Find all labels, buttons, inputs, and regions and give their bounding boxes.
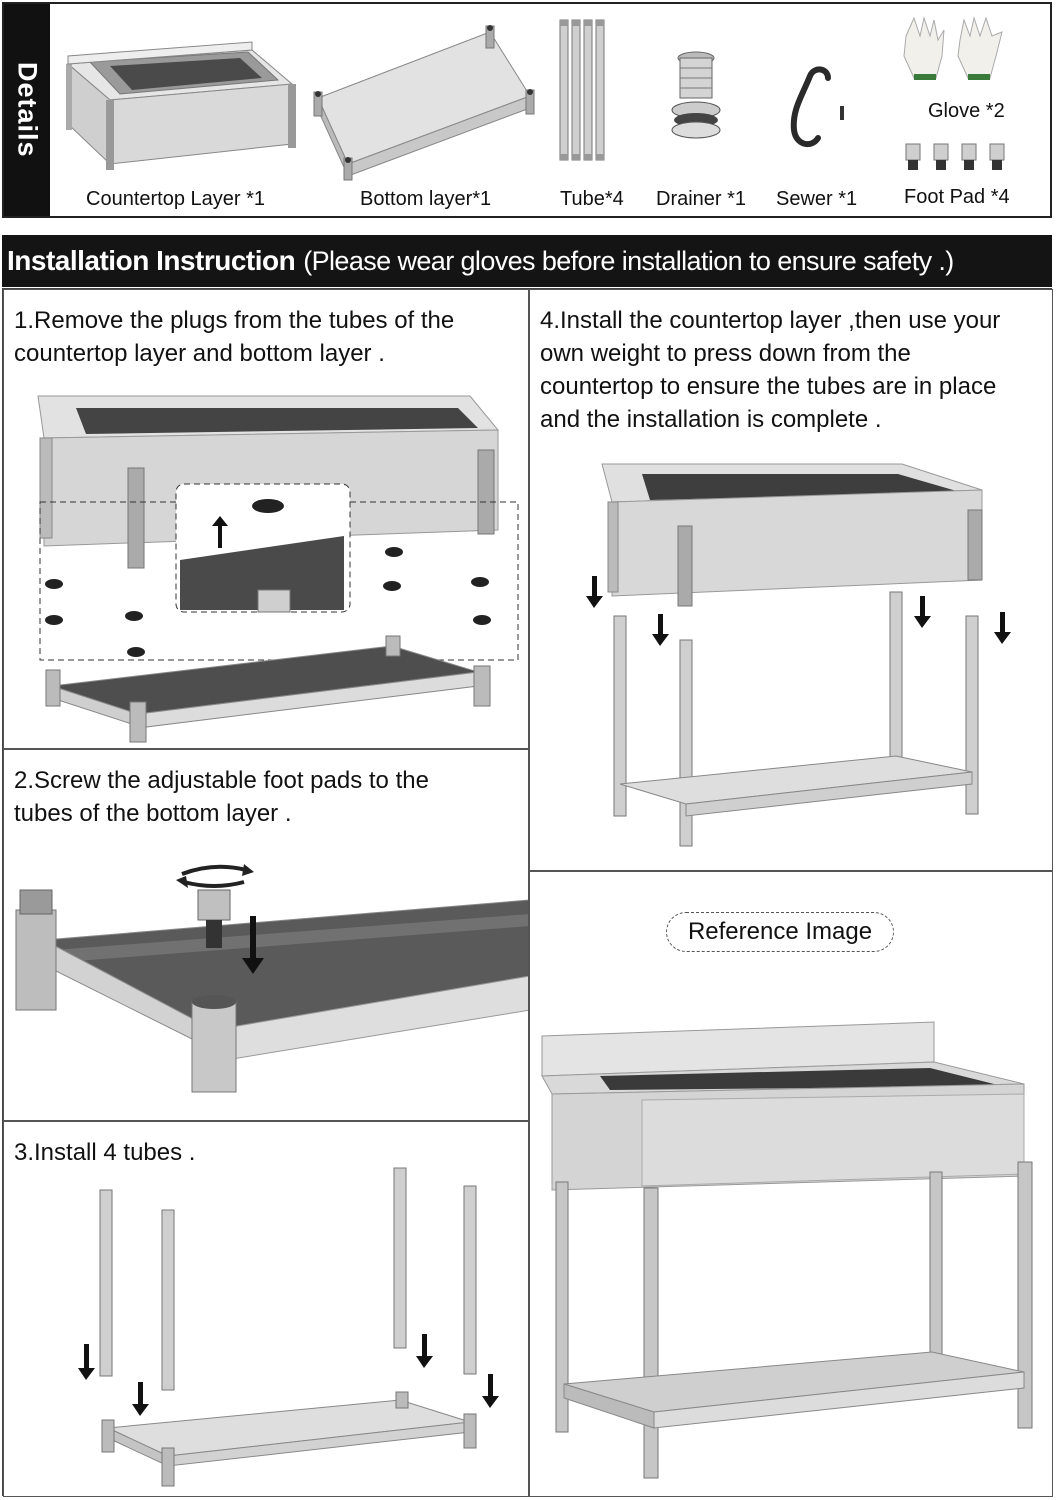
installation-safety-note: (Please wear gloves before installation … [303, 245, 954, 276]
step-4-illustration [586, 463, 1011, 847]
reference-panel: Reference Image [529, 871, 1053, 1497]
part-gloves: Glove *2 [892, 12, 1022, 132]
part-bottom-layer: Bottom layer*1 [308, 14, 548, 214]
installation-title-bar: Installation Instruction (Please wear gl… [2, 235, 1052, 287]
part-sewer: Sewer *1 [770, 14, 870, 214]
details-tab: Details [4, 4, 50, 216]
part-label: Bottom layer*1 [360, 188, 492, 210]
part-label: Foot Pad *4 [904, 186, 1010, 208]
reference-illustration [541, 1021, 1033, 1479]
part-label: Sewer *1 [776, 188, 858, 210]
step-4-panel: 4.Install the countertop layer ,then use… [529, 289, 1053, 871]
part-drainer: Drainer *1 [648, 14, 763, 214]
details-tab-label: Details [12, 62, 43, 158]
part-label: Drainer *1 [656, 188, 747, 210]
sewer-hose-icon [790, 66, 844, 148]
foot-pads-icon [905, 143, 1005, 170]
step-3-text: 3.Install 4 tubes . [14, 1139, 196, 1166]
step-3-illustration [78, 1167, 499, 1487]
step-3-panel: 3.Install 4 tubes . [3, 1121, 529, 1497]
step-1-illustration [37, 395, 519, 743]
step-2-text: 2.Screw the adjustable foot pads to the … [14, 767, 429, 827]
step-4-text: 4.Install the countertop layer ,then use… [540, 307, 1001, 433]
installation-title: Installation Instruction [7, 245, 296, 276]
step-1-panel: 1.Remove the plugs from the tubes of the… [3, 289, 529, 749]
bottom-shelf-icon [313, 25, 535, 181]
part-label: Countertop Layer *1 [86, 188, 266, 210]
details-panel: Details Countertop Layer *1 [2, 2, 1052, 218]
part-countertop-layer: Countertop Layer *1 [62, 14, 302, 214]
tubes-icon [559, 19, 605, 161]
step-2-panel: 2.Screw the adjustable foot pads to the … [3, 749, 529, 1121]
installation-steps: 1.Remove the plugs from the tubes of the… [2, 288, 1053, 1497]
step-2-illustration [15, 864, 528, 1093]
gloves-icon [903, 16, 1003, 80]
part-label: Glove *2 [928, 100, 1005, 122]
reference-label: Reference Image [666, 912, 894, 952]
part-foot-pads: Foot Pad *4 [892, 136, 1032, 216]
sink-countertop-icon [66, 41, 296, 170]
drainer-icon [671, 51, 721, 139]
part-tubes: Tube*4 [550, 14, 640, 214]
part-label: Tube*4 [560, 188, 624, 210]
step-1-text: 1.Remove the plugs from the tubes of the… [14, 307, 455, 367]
